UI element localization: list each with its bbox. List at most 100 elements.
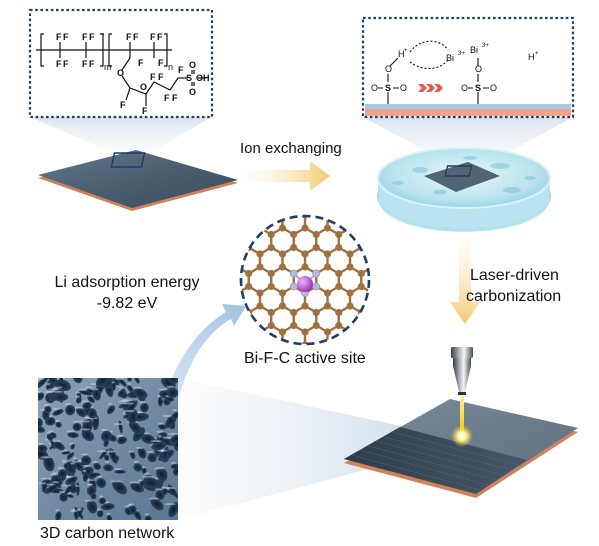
pore — [52, 440, 65, 451]
pore — [73, 378, 83, 384]
carbon-bond — [181, 209, 192, 216]
carbon-bond — [406, 326, 417, 333]
carbon-atom — [312, 321, 320, 330]
pore — [59, 492, 68, 502]
carbon-atom — [346, 250, 354, 258]
atom-f: F — [133, 32, 139, 42]
label-ion-exchanging: Ion exchanging — [240, 140, 342, 157]
pore — [141, 467, 147, 475]
carbon-bond — [270, 216, 284, 217]
carbon-bond — [395, 365, 406, 372]
pore-highlight — [84, 499, 95, 502]
carbon-bond — [215, 189, 226, 196]
carbon-atom — [155, 205, 162, 212]
carbon-atom — [278, 302, 287, 310]
atom-f: F — [89, 59, 95, 69]
carbon-bond — [215, 287, 226, 294]
carbon-atom — [414, 302, 421, 309]
carbon-bond — [418, 326, 429, 333]
carbon-atom — [166, 211, 173, 218]
pore-highlight — [111, 378, 117, 379]
carbon-atom — [301, 263, 309, 271]
atom-f: F — [120, 100, 126, 110]
carbon-atom — [323, 224, 332, 232]
pore — [57, 469, 68, 479]
pore — [44, 405, 52, 414]
carbon-atom — [368, 302, 369, 310]
carbon-atom — [256, 367, 263, 374]
carbon-atom — [166, 224, 173, 231]
pore — [48, 378, 57, 385]
carbon-atom — [268, 205, 275, 212]
pore — [124, 507, 132, 516]
pore — [38, 425, 46, 433]
pore — [38, 444, 48, 453]
pore — [46, 433, 53, 441]
polymer-film — [38, 150, 238, 211]
carbon-atom — [425, 322, 432, 329]
carbon-bond — [248, 216, 261, 217]
pore — [71, 463, 77, 469]
carbon-atom — [241, 328, 242, 336]
carbon-atom — [425, 309, 432, 316]
carbon-atom — [414, 341, 421, 348]
carbon-bond — [429, 365, 440, 372]
pore-highlight — [128, 503, 134, 506]
carbon-bond — [406, 345, 417, 352]
carbon-atom — [358, 205, 365, 212]
pore — [64, 483, 75, 495]
pore-highlight — [49, 473, 59, 476]
carbon-atom — [301, 250, 309, 258]
carbon-bond — [204, 228, 215, 235]
pore-highlight — [55, 509, 60, 512]
pore — [52, 392, 69, 402]
atom-o: O — [189, 87, 196, 97]
carbon-atom — [323, 263, 332, 271]
carbon-atom — [403, 322, 410, 329]
pore-highlight — [80, 453, 88, 456]
pore — [172, 467, 178, 476]
pore — [150, 498, 164, 511]
pore-highlight — [55, 419, 60, 422]
carbon-atom — [278, 328, 287, 336]
carbon-atom — [290, 205, 297, 212]
carbon-bond — [249, 189, 260, 196]
pore — [142, 477, 160, 489]
carbon-bond — [349, 216, 362, 217]
atom-o: O — [490, 83, 497, 93]
pore-highlight — [113, 467, 122, 470]
carbon-atom — [346, 302, 354, 310]
carbon-atom — [324, 367, 331, 374]
carbon-atom — [245, 205, 252, 212]
pore-highlight — [129, 481, 140, 484]
carbon-atom — [403, 309, 410, 316]
carbon-atom — [245, 192, 252, 199]
pore-highlight — [172, 408, 177, 411]
carbon-atom — [346, 185, 353, 192]
pore-highlight — [96, 508, 102, 511]
carbon-atom — [357, 321, 365, 330]
carbon-bond — [328, 189, 339, 196]
carbon-atom — [425, 361, 432, 368]
atom-f: F — [56, 59, 62, 69]
carbon-atom — [256, 302, 264, 310]
pore-highlight — [38, 390, 42, 393]
pore-highlight — [51, 390, 63, 393]
pore-highlight — [47, 431, 51, 434]
carbon-atom — [391, 367, 398, 374]
carbon-bond — [192, 267, 203, 274]
pore-highlight — [100, 376, 109, 378]
carbon-atom — [323, 328, 332, 336]
pore-highlight — [58, 490, 65, 493]
carbon-atom — [313, 192, 320, 199]
label-carbon-network: 3D carbon network — [40, 525, 175, 542]
pore-highlight — [124, 505, 130, 508]
pore — [43, 455, 55, 472]
carbon-atom — [301, 224, 309, 232]
atom-f: F — [63, 59, 69, 69]
pore-highlight — [40, 456, 52, 459]
carbon-bond — [395, 287, 406, 294]
pore-highlight — [74, 406, 84, 409]
pore-highlight — [104, 460, 110, 463]
carbon-atom — [278, 250, 287, 258]
